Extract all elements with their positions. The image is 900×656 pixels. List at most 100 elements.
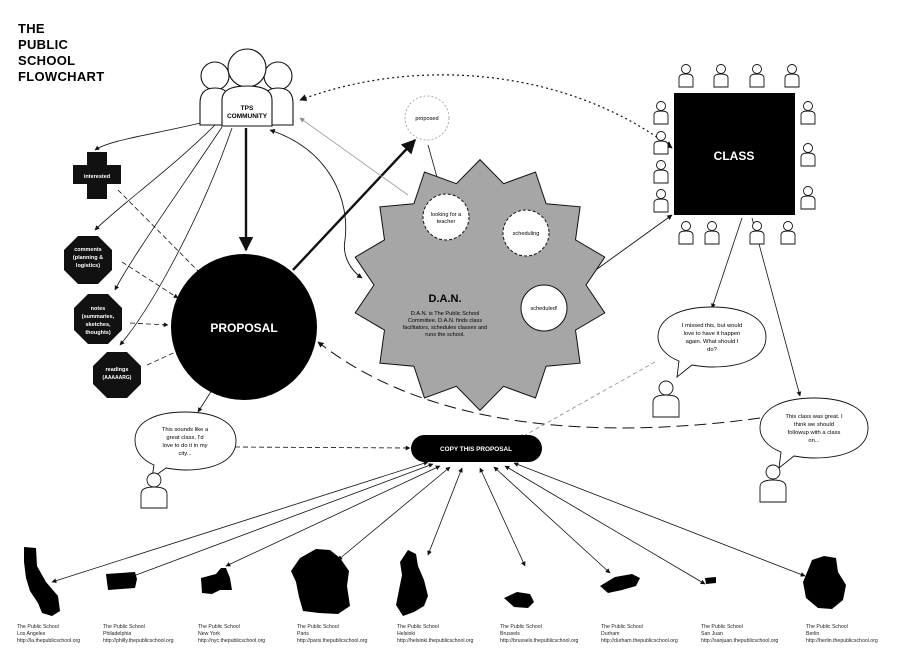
class-seat-person-icon — [704, 221, 720, 245]
france-silhouette — [291, 549, 350, 614]
community-to-readings-arrow — [119, 127, 233, 346]
interested-label: interested — [84, 174, 110, 180]
class-seat-person-icon — [653, 189, 669, 213]
left-bubble-line2: great class, I'd — [166, 435, 203, 441]
city-prefix: The Public School — [103, 624, 145, 630]
city-prefix: The Public School — [397, 624, 439, 630]
city-name: Los Angeles — [17, 631, 46, 637]
left-speech-bubble: This sounds like a great class, I'd love… — [134, 411, 237, 479]
city-url[interactable]: http://paris.thepublicschool.org — [297, 638, 367, 644]
title-line-3: SCHOOL — [18, 53, 75, 68]
missed-speech-bubble: I missed this, but would love to have it… — [657, 306, 767, 379]
bubble-people — [140, 380, 787, 509]
city-url[interactable]: http://nyc.thepublicschool.org — [198, 638, 265, 644]
notes-to-proposal-arrow — [129, 322, 169, 328]
community-label-line2: COMMUNITY — [227, 113, 268, 120]
class-label: CLASS — [714, 149, 755, 163]
class-seat-person-icon — [749, 221, 765, 245]
city-caption-la: The Public School Los Angeles http://la.… — [17, 624, 80, 644]
city-url[interactable]: http://la.thepublicschool.org — [17, 638, 80, 644]
city-prefix: The Public School — [198, 624, 240, 630]
class-to-missed-arrow — [711, 217, 743, 309]
city-url[interactable]: http://sanjuan.thepublicschool.org — [701, 638, 778, 644]
copy-durham-arrow — [493, 466, 611, 574]
city-url[interactable]: http://philly.thepublicschool.org — [103, 638, 174, 644]
class-seats — [653, 64, 816, 245]
community-person-head — [200, 61, 230, 91]
missed-bubble-line3: again. What should I — [686, 339, 739, 345]
city-prefix: The Public School — [601, 624, 643, 630]
bubble-to-copy-arrow — [234, 445, 411, 451]
dan-star-shape — [354, 158, 606, 412]
city-prefix: The Public School — [17, 624, 59, 630]
proposed-to-community-arrow — [299, 117, 409, 196]
missed-bubble-line4: do? — [707, 347, 717, 353]
city-silhouettes — [24, 547, 846, 616]
readings-sub: (AAAAARG) — [103, 375, 132, 381]
missed-to-copy-arrow — [519, 361, 656, 439]
title-line-2: PUBLIC — [18, 37, 68, 52]
city-url[interactable]: http://helsinki.thepublicschool.org — [397, 638, 474, 644]
community-person-head — [227, 48, 267, 88]
connectors — [51, 74, 806, 585]
city-caption-berlin: The Public School Berlin http://berlin.t… — [806, 624, 878, 644]
notes-sub2: sketches, — [85, 322, 111, 328]
great-speech-bubble: This class was great. I think we should … — [759, 397, 869, 470]
state-looking-label1: looking for a — [431, 212, 462, 218]
dan-title: D.A.N. — [429, 293, 462, 305]
left-bubble-line3: love to do it in my — [162, 443, 207, 449]
state-scheduling: scheduling — [502, 209, 550, 257]
class-seat-person-icon — [780, 221, 796, 245]
community-person-head — [263, 61, 293, 91]
state-scheduled: scheduled! — [520, 284, 568, 332]
readings-label: readings — [106, 367, 129, 373]
state-proposed-label: proposed — [415, 116, 438, 122]
city-caption-sanjuan: The Public School San Juan http://sanjua… — [701, 624, 778, 644]
city-name: San Juan — [701, 631, 723, 637]
state-proposed: proposed — [404, 95, 450, 141]
great-bubble-line2: think we should — [794, 422, 834, 428]
class-seat-person-icon — [678, 64, 694, 88]
copy-berlin-arrow — [513, 462, 806, 577]
community-class-dotted-arrow — [299, 74, 673, 149]
missed-bubble-line2: love to have it happen — [684, 331, 741, 337]
city-prefix: The Public School — [806, 624, 848, 630]
interested-cross: interested — [73, 152, 121, 199]
city-url[interactable]: http://berlin.thepublicschool.org — [806, 638, 878, 644]
copy-philly-arrow — [127, 463, 434, 579]
comments-sub1: (planning & — [73, 255, 103, 261]
city-url[interactable]: http://durham.thepublicschool.org — [601, 638, 678, 644]
state-looking: looking for a teacher — [422, 193, 470, 241]
california-silhouette — [24, 547, 60, 616]
community-to-notes-arrow — [114, 126, 223, 291]
copy-la-arrow — [51, 461, 429, 583]
class-seat-person-icon — [800, 143, 816, 167]
readings-octagon: readings (AAAAARG) — [93, 352, 141, 398]
class-seat-person-icon — [713, 64, 729, 88]
class-seat-person-icon — [749, 64, 765, 88]
proposal-label: PROPOSAL — [210, 321, 277, 335]
class-seat-person-icon — [800, 101, 816, 125]
state-scheduled-label: scheduled! — [530, 306, 558, 312]
person-icon — [759, 464, 787, 503]
tps-community-group: TPS COMMUNITY — [199, 48, 294, 127]
notes-octagon: notes (summaries, sketches, thoughts) — [74, 294, 122, 344]
class-seat-person-icon — [653, 131, 669, 155]
city-name: Durham — [601, 631, 619, 637]
readings-to-proposal-arrow — [146, 349, 181, 366]
copy-paris-arrow — [337, 466, 451, 561]
city-caption-nyc: The Public School New York http://nyc.th… — [198, 624, 265, 644]
city-name: Berlin — [806, 631, 819, 637]
city-url[interactable]: http://brussels.thepublicschool.org — [500, 638, 579, 644]
germany-silhouette — [803, 556, 846, 609]
finland-silhouette — [396, 550, 428, 616]
great-bubble-line4: on... — [808, 438, 820, 444]
title-line-1: THE — [18, 21, 45, 36]
state-looking-label2: teacher — [437, 219, 456, 225]
dan-desc-line2: Committee. D.A.N. finds class — [408, 318, 482, 324]
interested-to-proposal-arrow — [117, 189, 203, 276]
north-carolina-silhouette — [600, 574, 640, 593]
community-to-interested-arrow — [94, 121, 206, 151]
class-seat-person-icon — [800, 186, 816, 210]
